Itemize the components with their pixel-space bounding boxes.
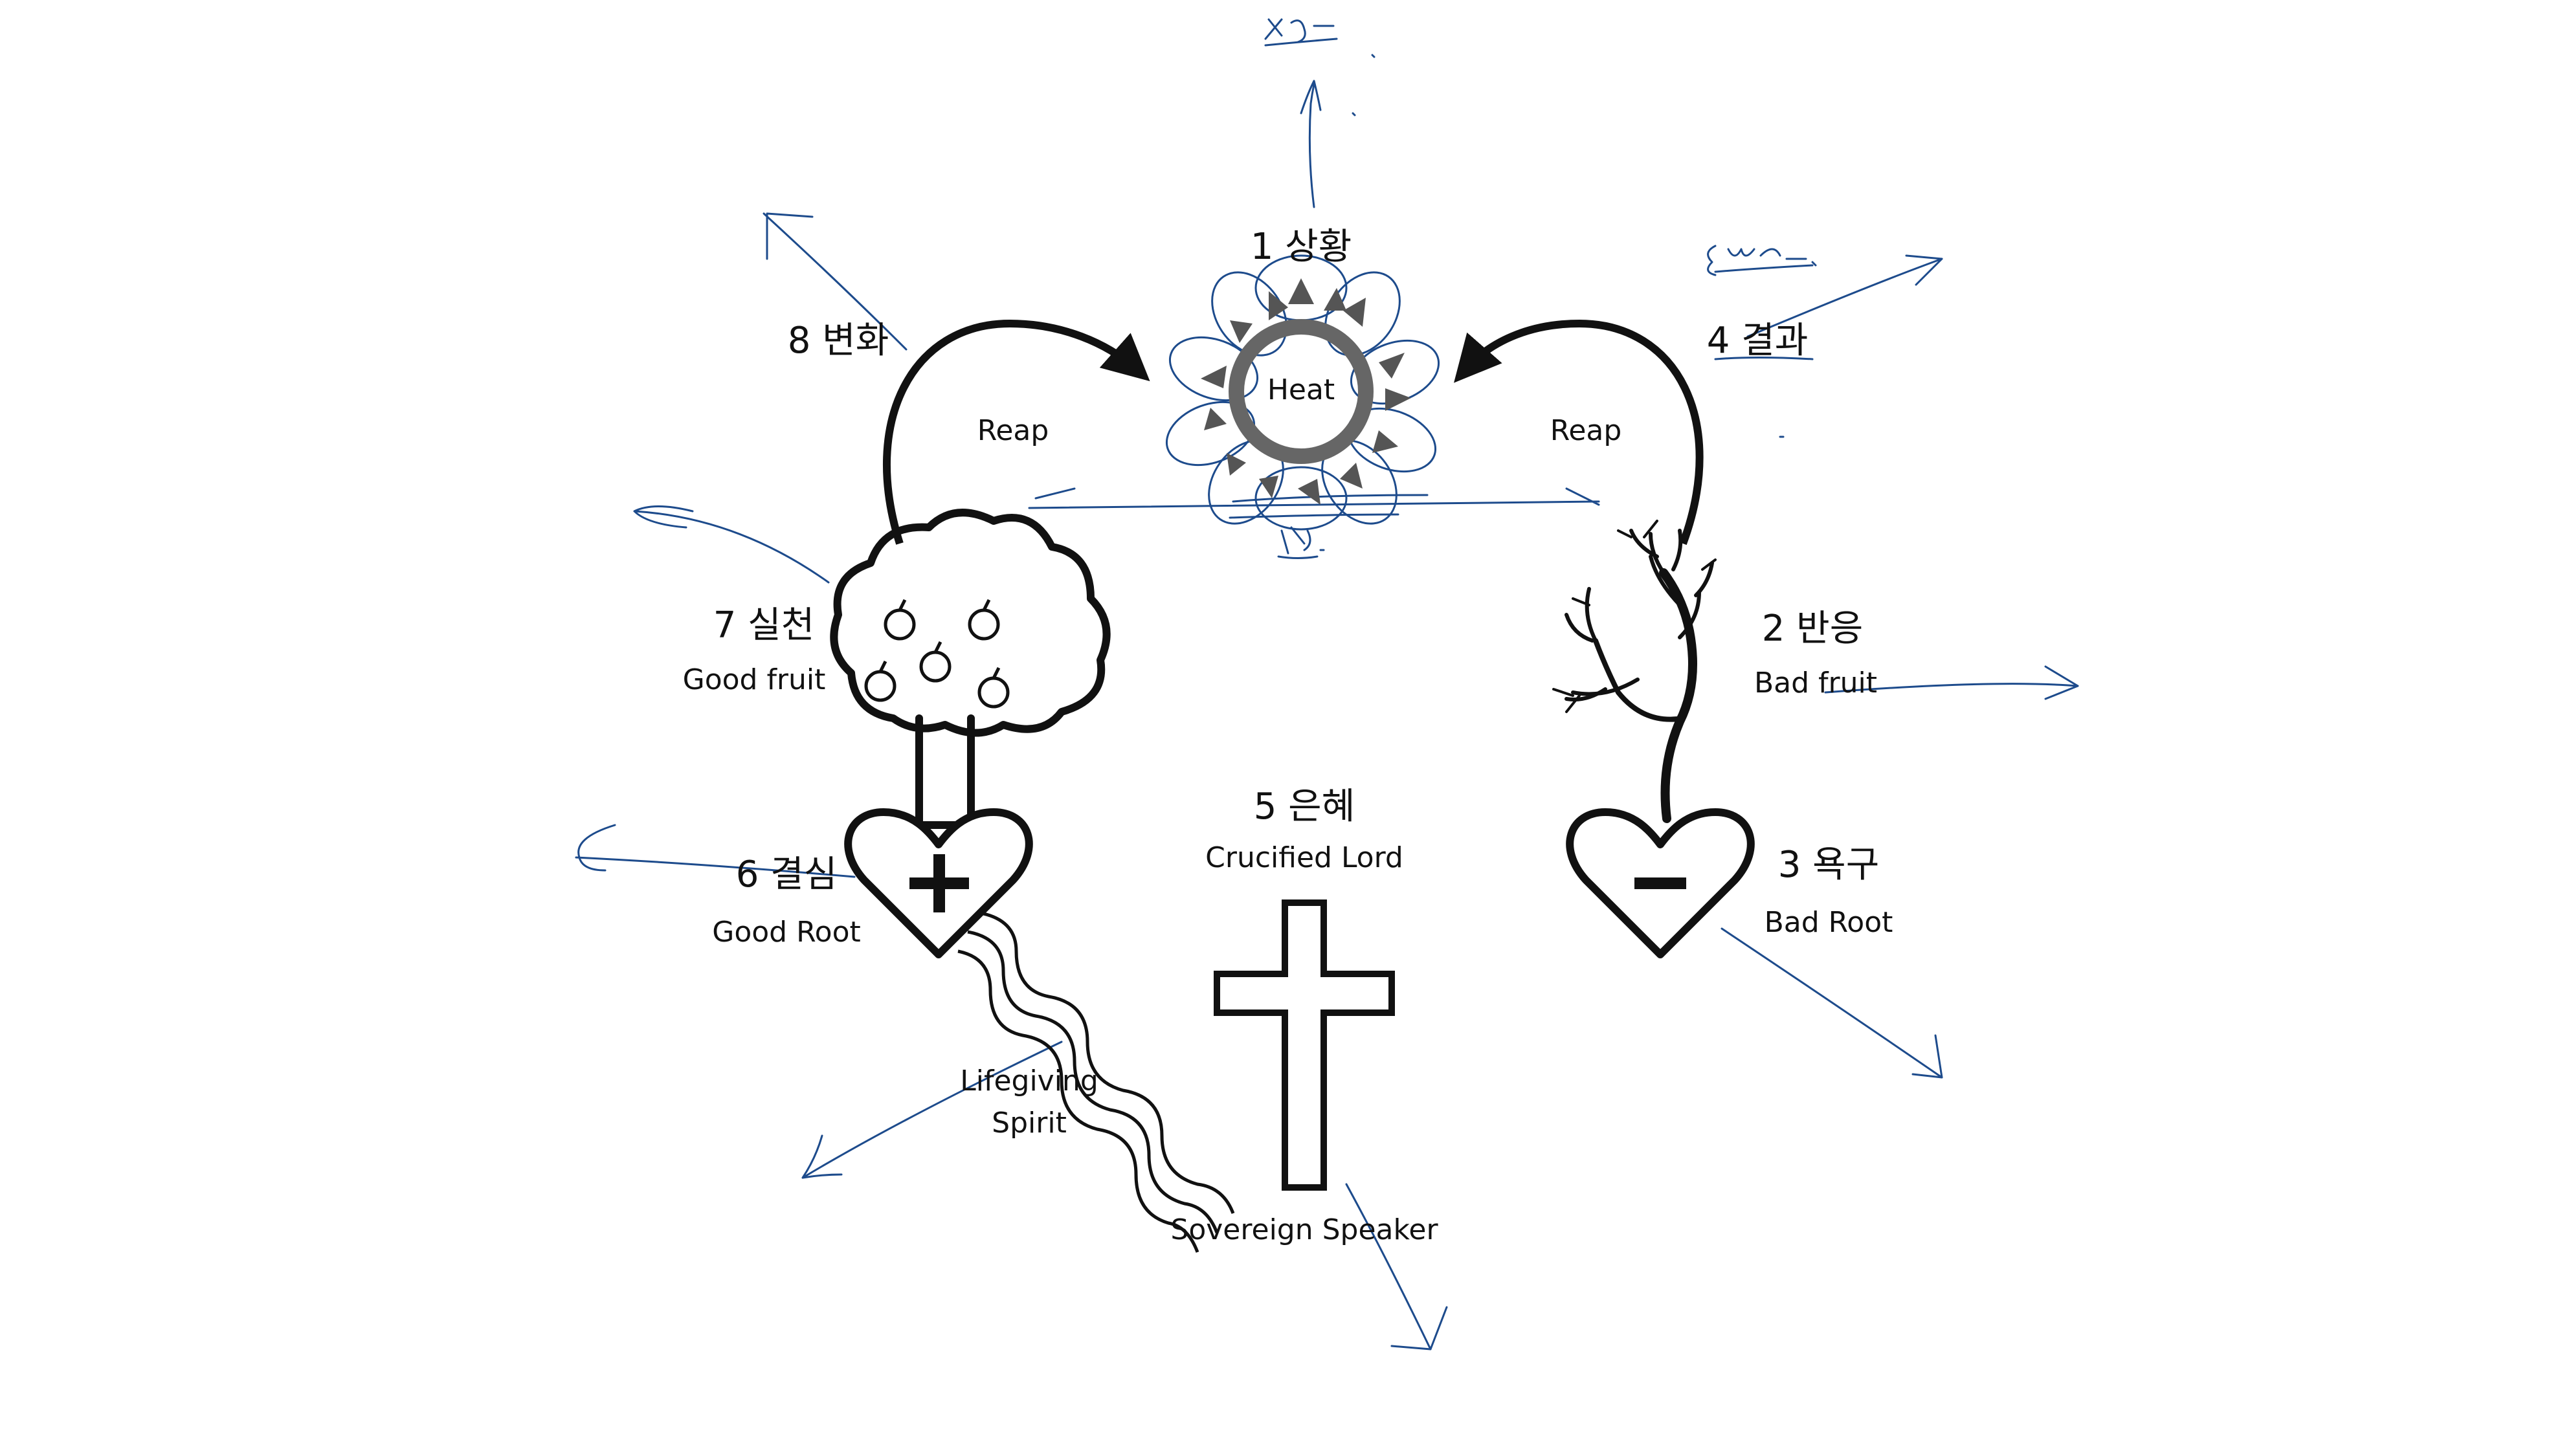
reap-arrow-left: [883, 319, 1150, 545]
label-bad-root: Bad Root: [1765, 906, 1893, 939]
label-practice: 7 실천: [713, 604, 814, 646]
label-situation: 1 상황: [1251, 226, 1352, 268]
handwritten-annotations: [575, 18, 2079, 1351]
wavy-river-icon: [957, 910, 1235, 1253]
label-lifegiving: Lifegiving: [960, 1064, 1098, 1098]
label-good-root: Good Root: [712, 916, 861, 949]
label-reap-right: Reap: [1550, 414, 1622, 447]
arrow-left-lower: [575, 824, 856, 878]
scribble-underline-right: [1714, 357, 1814, 438]
scribble-top: [1264, 18, 1376, 58]
reap-arrow-right: [1454, 319, 1704, 546]
heart-minus-icon: [1566, 808, 1755, 958]
arrow-down-left: [801, 1041, 1063, 1179]
label-crucified-lord: Crucified Lord: [1205, 841, 1403, 874]
arrow-right: [1824, 665, 2079, 700]
arrow-left-upper: [633, 505, 830, 584]
label-sovereign-speaker: Sovereign Speaker: [1170, 1213, 1438, 1246]
label-change: 8 변화: [788, 320, 889, 362]
cross-icon: [1214, 899, 1395, 1191]
arrow-up-right: [1746, 254, 1943, 338]
label-good-fruit: Good fruit: [683, 663, 826, 696]
label-desire: 3 욕구: [1778, 844, 1879, 886]
label-heat: Heat: [1267, 373, 1335, 406]
arrow-up-left: [763, 212, 908, 351]
arrow-up: [1300, 80, 1356, 208]
label-result: 4 결과: [1707, 320, 1808, 362]
sun-icon: [1165, 254, 1440, 531]
heart-plus-icon: [844, 808, 1033, 958]
bare-tree-icon: [1552, 520, 1717, 823]
label-decision: 6 결심: [736, 854, 837, 896]
label-reap-left: Reap: [977, 414, 1049, 447]
scribble-bottom-sun: [1277, 526, 1325, 559]
label-response: 2 반응: [1762, 608, 1863, 650]
label-bad-fruit: Bad fruit: [1754, 667, 1877, 700]
scribble-upper-right: [1707, 245, 1817, 276]
arrow-down: [1345, 1183, 1448, 1351]
horizontal-line: [1028, 487, 1600, 519]
label-spirit: Spirit: [992, 1107, 1067, 1140]
apple-tree-icon: [830, 509, 1111, 829]
label-grace: 5 은혜: [1254, 786, 1355, 828]
arrow-down-right: [1721, 927, 1943, 1079]
